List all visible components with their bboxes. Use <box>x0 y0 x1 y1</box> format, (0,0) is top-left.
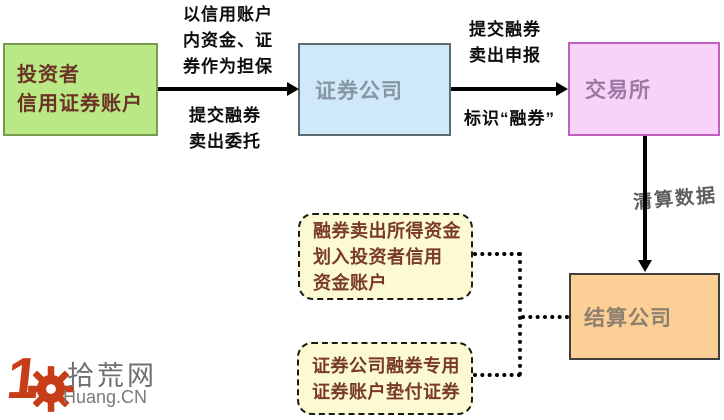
arrow-investor-to-broker-line <box>158 87 288 91</box>
edge-label-collateral: 以信用账户 内资金、证 券作为担保 <box>183 2 273 80</box>
note-line: 划入投资者信用 <box>313 246 443 267</box>
edge-label-line: 卖出委托 <box>189 132 261 151</box>
edge-label-line: 以信用账户 <box>183 5 273 24</box>
arrow-exchange-to-clearing-line <box>643 136 647 262</box>
edge-label-line: 内资金、证 <box>183 31 273 50</box>
dotted-connector-to-clearing <box>521 315 569 319</box>
node-label: 信用证券账户 <box>17 92 143 115</box>
watermark: 1 拾荒网 Huang.CN <box>0 346 180 420</box>
gear-icon <box>28 366 74 412</box>
arrow-exchange-to-clearing-head <box>638 260 652 272</box>
edge-label-sell-declaration: 提交融券 卖出申报 <box>469 17 541 69</box>
node-investor-credit-account: 投资者 信用证券账户 <box>3 43 158 136</box>
watermark-site-domain: Huang.CN <box>63 387 148 407</box>
edge-label-sell-order: 提交融券 卖出委托 <box>189 103 261 155</box>
note-securities-advance: 证券公司融券专用 证券账户垫付证券 <box>297 342 473 415</box>
dotted-connector-collateral-note <box>473 373 521 377</box>
edge-label-line: 券作为担保 <box>183 57 273 76</box>
dotted-connector-vertical <box>518 252 522 376</box>
edge-label-line: 卖出申报 <box>469 46 541 65</box>
node-label: 投资者 <box>17 63 80 86</box>
edge-label-line: 提交融券 <box>469 20 541 39</box>
dotted-connector-fund-note <box>473 252 521 256</box>
note-line: 融券卖出所得资金 <box>313 220 461 241</box>
note-line: 证券公司融券专用 <box>312 355 460 376</box>
node-exchange: 交易所 <box>568 42 720 136</box>
watermark-site-name: 拾荒网 <box>67 361 157 391</box>
node-securities-company: 证券公司 <box>298 43 451 136</box>
node-label: 交易所 <box>585 79 651 102</box>
edge-label-mark-rongquan: 标识“融券” <box>464 109 555 128</box>
arrow-broker-to-exchange-line <box>451 87 557 91</box>
node-clearing-company: 结算公司 <box>569 273 720 360</box>
edge-label-line: 提交融券 <box>189 106 261 125</box>
note-line: 资金账户 <box>313 272 387 293</box>
arrow-investor-to-broker-head <box>287 82 299 96</box>
node-label: 证券公司 <box>315 79 403 103</box>
arrow-broker-to-exchange-head <box>556 82 568 96</box>
note-line: 证券账户垫付证券 <box>312 381 460 402</box>
note-fund-transfer: 融券卖出所得资金 划入投资者信用 资金账户 <box>298 213 473 300</box>
node-label: 结算公司 <box>584 306 672 330</box>
